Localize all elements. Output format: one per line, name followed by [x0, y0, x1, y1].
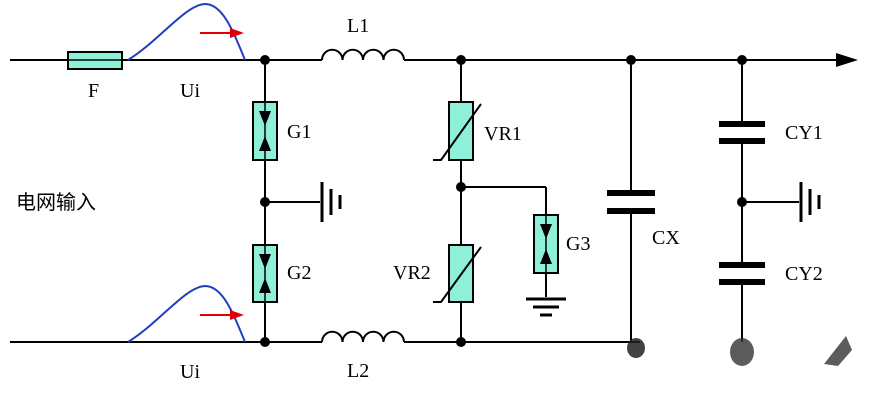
fuse-label: F — [88, 80, 99, 102]
cy2-label: CY2 — [785, 263, 823, 285]
cy1-label: CY1 — [785, 122, 823, 144]
output-arrow-icon — [836, 53, 858, 67]
l1-label: L1 — [347, 15, 369, 37]
capacitor-cy1 — [719, 121, 765, 144]
direction-arrow-icon-bottom — [200, 310, 244, 320]
ui-bottom-label: Ui — [180, 361, 200, 383]
ground-icon-g — [320, 182, 342, 222]
vr2-label: VR2 — [393, 262, 431, 284]
bottom-right-terminals — [627, 336, 852, 366]
g3-label: G3 — [566, 233, 590, 255]
ground-icon-cy — [799, 182, 821, 222]
l2-label: L2 — [347, 360, 369, 382]
inductor-l1 — [321, 48, 405, 61]
ground-icon-g3 — [526, 297, 566, 317]
inductor-l2 — [321, 330, 405, 343]
g2-label: G2 — [287, 262, 311, 284]
varistor-vr2 — [433, 244, 482, 303]
gas-tube-g1 — [252, 101, 278, 161]
capacitor-cy2 — [719, 262, 765, 285]
ui-top-label: Ui — [180, 80, 200, 102]
cx-label: CX — [652, 227, 680, 249]
capacitor-cx — [607, 190, 655, 214]
vr1-label: VR1 — [484, 123, 522, 145]
varistor-vr1 — [433, 101, 482, 161]
direction-arrow-icon-top — [200, 28, 244, 38]
junction-dots — [260, 55, 747, 347]
gas-tube-g2 — [252, 244, 278, 303]
gas-tube-g3 — [533, 214, 559, 274]
input-label: 电网输入 — [16, 190, 96, 214]
g1-label: G1 — [287, 121, 311, 143]
